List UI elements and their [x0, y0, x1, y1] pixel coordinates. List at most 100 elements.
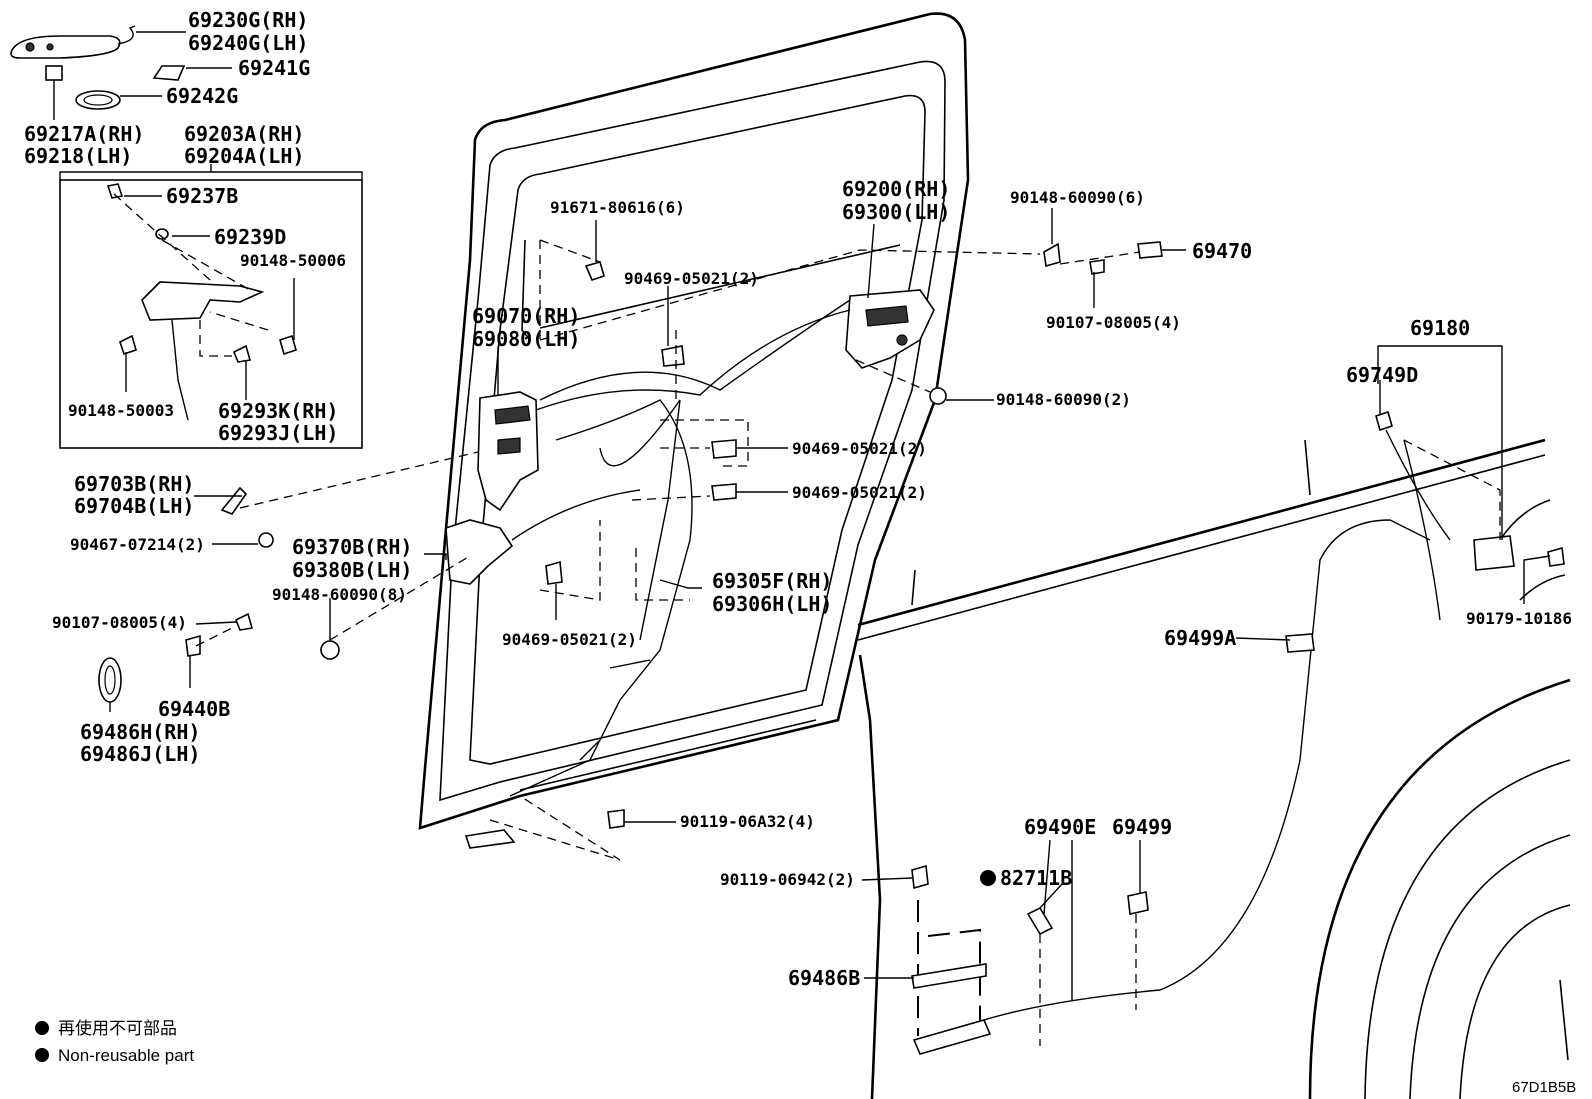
label-69239D: 69239D [214, 225, 286, 249]
assembly-dashline [660, 419, 749, 467]
label-69470: 69470 [1192, 239, 1252, 263]
bolt-90119 [607, 809, 625, 829]
door-cable-69490E [983, 519, 1431, 1021]
legend: 再使用不可部品 Non-reusable part [35, 1018, 194, 1065]
label-90467-07214: 90467-07214(2) [70, 535, 205, 554]
label-90107-08005-right: 90107-08005(4) [1046, 313, 1181, 332]
fuel-opener-cable [1403, 439, 1441, 621]
outside-door-handle [10, 35, 121, 59]
label-69237B: 69237B [166, 184, 238, 208]
assembly-dashline [539, 239, 601, 263]
handle-gasket-inner [83, 94, 113, 106]
lower-roller-bracket [464, 829, 516, 849]
clamp-69499A [1285, 633, 1315, 653]
legend-marker-en [35, 1048, 49, 1062]
upper-cable [535, 309, 851, 411]
label-90148-60090-mid: 90148-60090(2) [996, 390, 1131, 409]
door-striker [185, 634, 201, 657]
label-91671-80616: 91671-80616(6) [550, 198, 685, 217]
handle-rod [171, 319, 189, 421]
fuel-opener-cable [1385, 429, 1451, 541]
clip-90469 [661, 345, 685, 367]
legend-text-jp: 再使用不可部品 [58, 1018, 177, 1038]
handle-rod [117, 25, 136, 45]
label-69499: 69499 [1112, 815, 1172, 839]
assembly-dashline [539, 249, 1041, 341]
label-90179-10186: 90179-10186 [1466, 609, 1572, 628]
fuel-lid-lock [1473, 535, 1515, 571]
door-cables [509, 299, 851, 797]
lower-lock-assembly [445, 519, 514, 585]
assembly-dashline [239, 451, 479, 509]
assembly-dashline [927, 928, 981, 1036]
label-69749D: 69749D [1346, 363, 1418, 387]
label-69704B: 69704B(LH) [74, 494, 194, 518]
bolt-part [234, 612, 254, 631]
bolt-90148 [320, 640, 340, 660]
bolt-part [279, 334, 297, 356]
striker-69470 [1137, 241, 1163, 259]
label-69230G: 69230G(RH) [188, 8, 308, 32]
assembly-dashline [489, 795, 621, 861]
bolt-90148-upper [1043, 242, 1061, 268]
assembly-dashline [539, 520, 601, 601]
label-90148-60090-top: 90148-60090(6) [1010, 188, 1145, 207]
lower-rail-parts [911, 410, 1565, 1055]
clip-part [155, 228, 169, 240]
bolt-90148-mid [929, 387, 947, 405]
outside-handle-parts [10, 25, 297, 421]
label-69703B: 69703B(RH) [74, 472, 194, 496]
label-69486H: 69486H(RH) [80, 720, 200, 744]
handle-cover-part [152, 65, 186, 81]
label-69204A: 69204A(LH) [184, 144, 304, 168]
assembly-dashline [329, 555, 471, 641]
label-69242G: 69242G [166, 84, 238, 108]
lower-rail-bracket [912, 1019, 992, 1055]
outside-handle-inset-box [59, 179, 363, 449]
label-69180: 69180 [1410, 316, 1470, 340]
label-90148-50003: 90148-50003 [68, 401, 174, 420]
label-69218: 69218(LH) [24, 144, 132, 168]
clip-90469 [711, 439, 737, 459]
lock-cable [511, 489, 641, 541]
bracket-69486B [911, 963, 987, 989]
label-90148-60090-left: 90148-60090(8) [272, 585, 407, 604]
screw-90179 [1547, 546, 1565, 567]
legend-text-en: Non-reusable part [58, 1046, 194, 1065]
assembly-dashline [113, 193, 269, 357]
handle-pad-part [45, 65, 63, 81]
label-69486B: 69486B [788, 966, 860, 990]
label-69241G: 69241G [238, 56, 310, 80]
label-69240G: 69240G(LH) [188, 31, 308, 55]
label-69293K: 69293K(RH) [218, 399, 338, 423]
leader-lines [53, 31, 1551, 1000]
rear-lock-detail [896, 334, 908, 346]
label-69370B: 69370B(RH) [292, 535, 412, 559]
handle-frame [141, 281, 265, 321]
lower-cable [599, 399, 681, 641]
door-lock-assemblies [445, 289, 935, 585]
striker-cover-inner [104, 665, 116, 695]
assembly-dashline [195, 625, 237, 647]
handle-detail-dot [46, 43, 54, 51]
label-90119-06A32: 90119-06A32(4) [680, 812, 815, 831]
lower-cable [509, 399, 693, 797]
assembly-dashlines [329, 239, 1141, 861]
door-panel-outline [418, 12, 970, 830]
label-69300: 69300(LH) [842, 200, 950, 224]
assembly-dashline [1403, 439, 1501, 540]
label-82711B: 82711B [1000, 866, 1072, 890]
label-69380B: 69380B(LH) [292, 558, 412, 582]
label-90469-05021-bottom: 90469-05021(2) [502, 630, 637, 649]
label-69440B: 69440B [158, 697, 230, 721]
handle-detail-dot [25, 42, 35, 52]
label-90119-06942: 90119-06942(2) [720, 870, 855, 889]
label-90107-08005-left: 90107-08005(4) [52, 613, 187, 632]
cable-end [579, 739, 601, 761]
clip-90469 [711, 483, 737, 501]
rear-lock-assembly [845, 289, 935, 369]
bolt-90107 [1089, 259, 1105, 275]
front-lock-detail [494, 405, 531, 425]
clip-69749D [1375, 410, 1393, 432]
